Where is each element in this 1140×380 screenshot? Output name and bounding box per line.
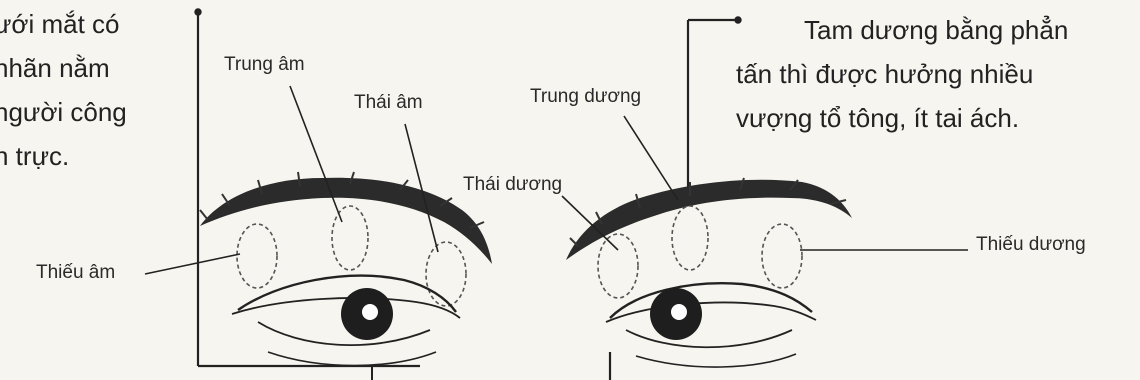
label-thieu-am: Thiếu âm bbox=[36, 262, 115, 284]
label-thieu-duong: Thiếu dương bbox=[976, 234, 1086, 256]
label-thai-duong: Thái dương bbox=[463, 174, 562, 196]
left-eye bbox=[232, 276, 460, 380]
right-eyebrow bbox=[566, 180, 852, 260]
label-trung-duong: Trung dương bbox=[530, 86, 641, 108]
right-eye bbox=[606, 283, 816, 367]
label-trung-am: Trung âm bbox=[224, 54, 305, 76]
left-eyebrow bbox=[200, 178, 492, 264]
label-thai-am: Thái âm bbox=[354, 92, 423, 114]
